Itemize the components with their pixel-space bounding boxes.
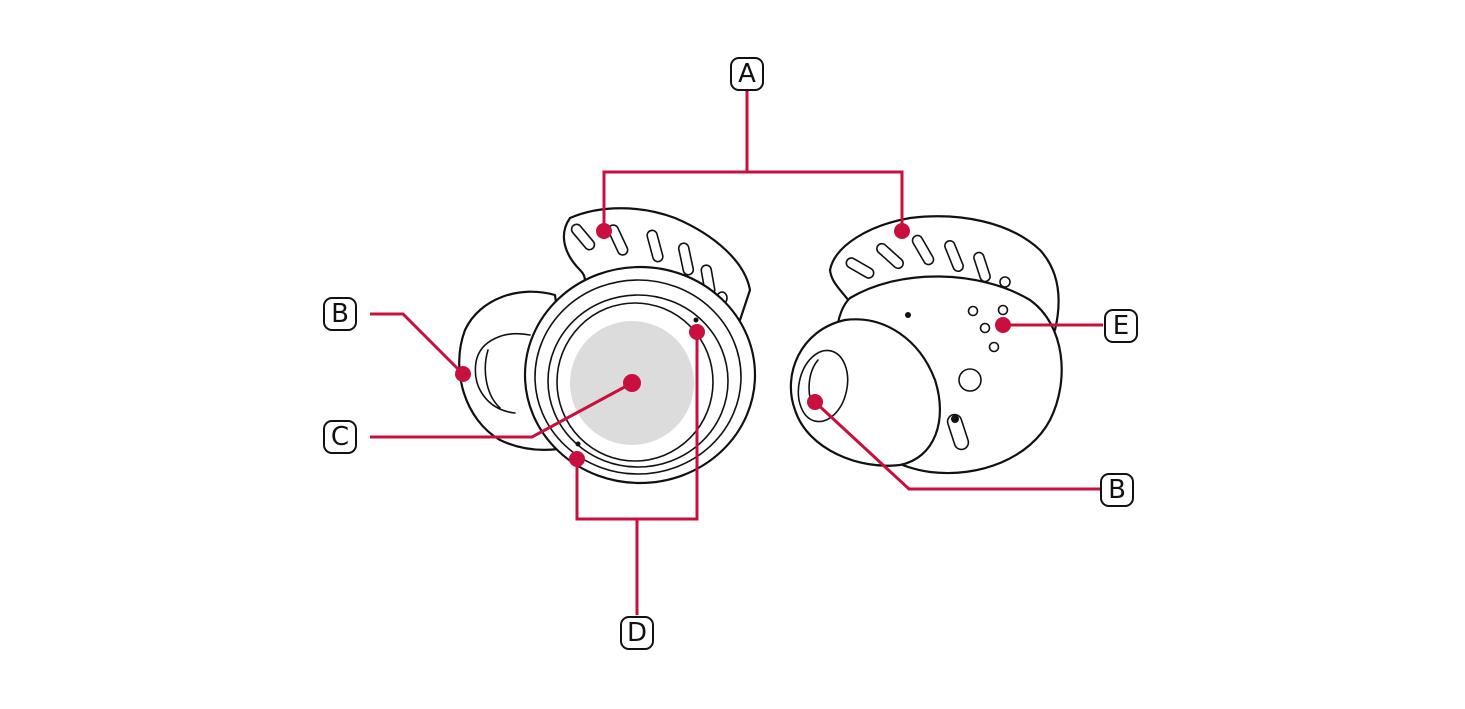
dot-d-left (569, 451, 585, 467)
label-b-left-text: B (331, 299, 349, 329)
dot-c (623, 374, 641, 392)
dot-b-left (455, 366, 471, 382)
label-b-right: B (1100, 473, 1134, 507)
right-earbud-ear-tip (789, 318, 942, 467)
label-e: E (1104, 309, 1138, 343)
label-a: A (730, 57, 764, 91)
leader-d-right (637, 332, 699, 521)
left-earbud (458, 207, 757, 485)
dot-b-right (807, 394, 823, 410)
label-b-right-text: B (1108, 475, 1126, 505)
right-earbud (789, 215, 1063, 475)
dot-d-right (689, 324, 705, 340)
left-earbud-nozzle (474, 333, 531, 414)
leader-b-left (370, 312, 465, 376)
leader-a-right (747, 170, 904, 231)
leader-b-right (813, 400, 1103, 491)
label-d-text: D (627, 618, 647, 648)
leader-d (575, 459, 639, 615)
callout-leaders (370, 90, 1103, 615)
leader-a (602, 90, 749, 231)
label-a-text: A (738, 59, 756, 89)
dot-a-left (596, 223, 612, 239)
label-e-text: E (1113, 311, 1129, 341)
leader-c (370, 381, 633, 439)
callout-dots (455, 223, 1011, 467)
label-c-text: C (331, 422, 349, 452)
label-b-left: B (323, 297, 357, 331)
dot-e (995, 317, 1011, 333)
dot-a-right (894, 223, 910, 239)
label-d: D (620, 616, 654, 650)
label-c: C (323, 420, 357, 454)
